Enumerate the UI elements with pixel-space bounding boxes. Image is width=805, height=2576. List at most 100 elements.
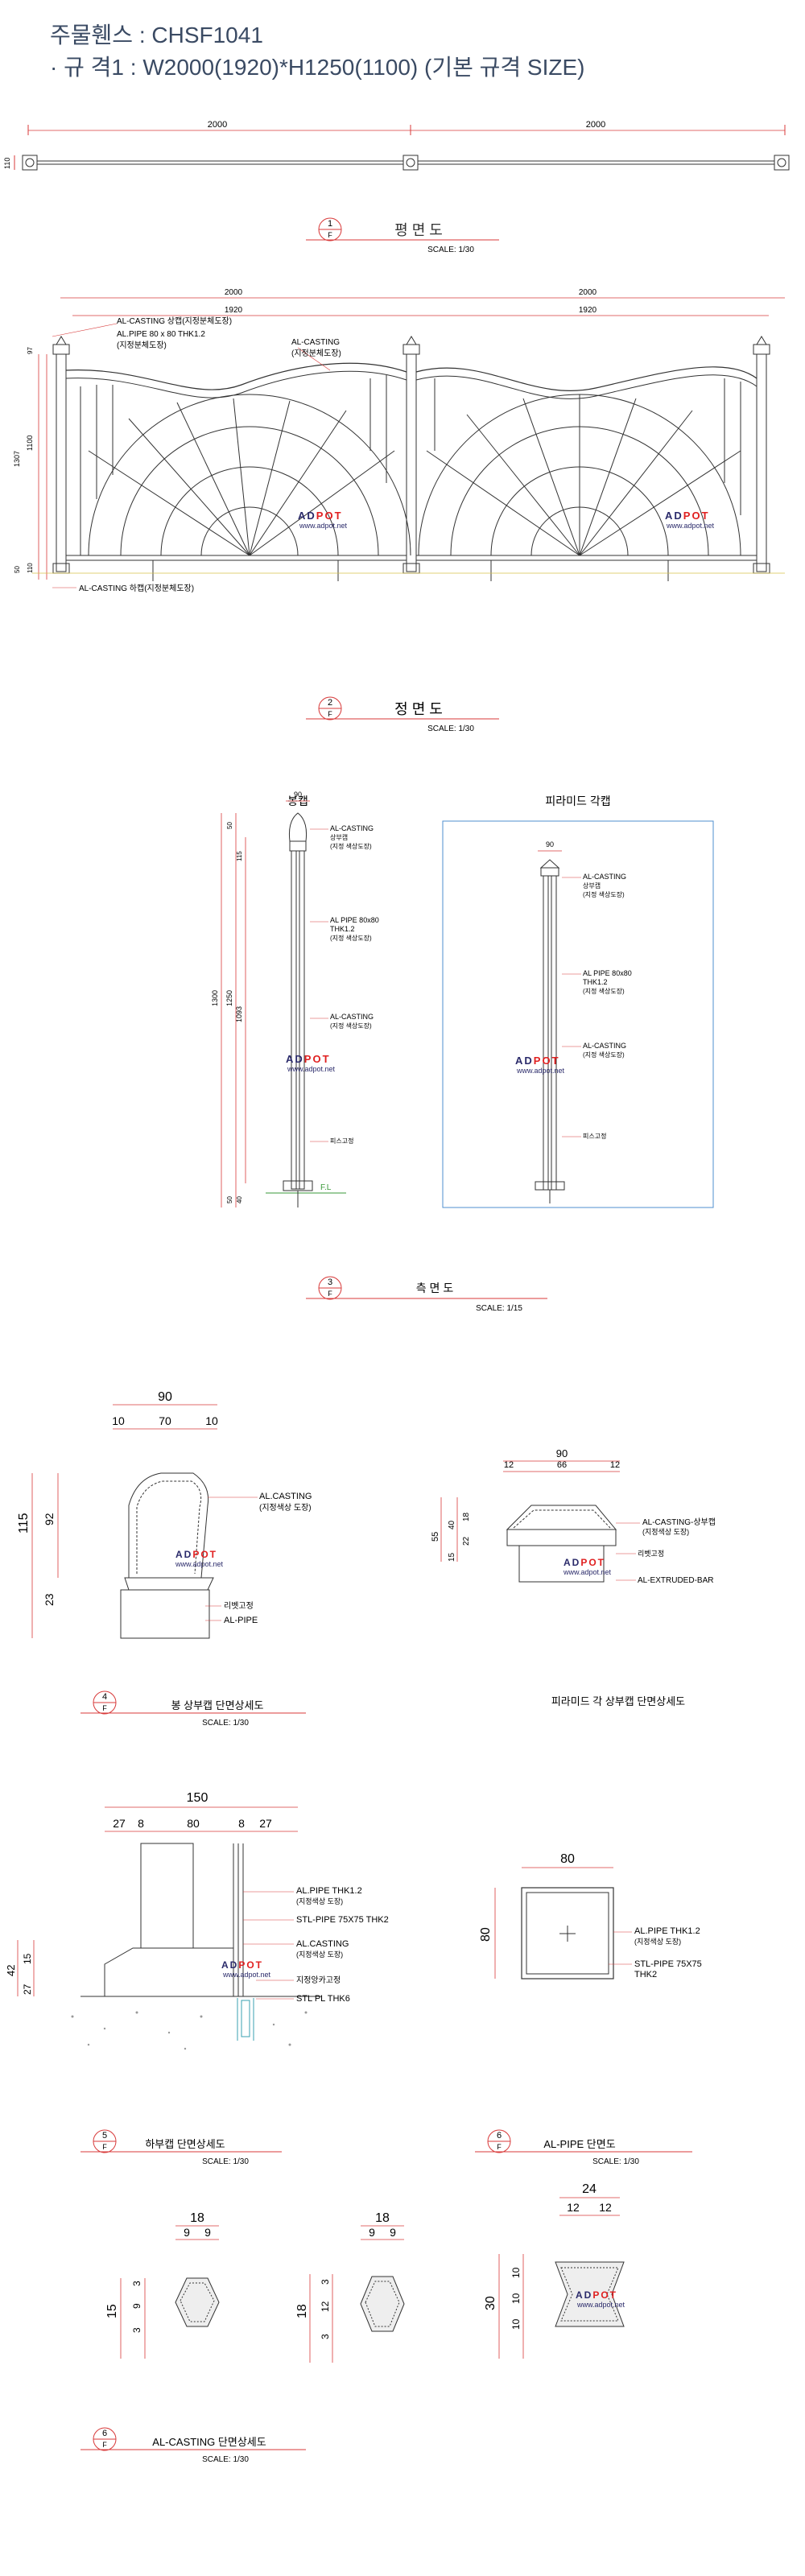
front-dim-mid-right: 1920	[579, 306, 597, 315]
pc-dim-66: 66	[557, 1460, 567, 1470]
title-2-scale: SCALE: 1/30	[427, 724, 474, 733]
wm-url: www.adpot.net	[175, 1560, 224, 1568]
cs-a-dim-9b: 9	[204, 2226, 211, 2239]
wm-a: AD	[175, 1549, 192, 1560]
title-3-label: 측 면 도	[416, 1282, 454, 1294]
title-4-sub: F	[102, 1704, 107, 1712]
wm-a: AD	[515, 1055, 534, 1067]
wm-url: www.adpot.net	[563, 1568, 612, 1576]
rc-label-cast: AL.CASTING	[259, 1492, 312, 1501]
front-label-casting-note: (지정분체도장)	[291, 349, 341, 358]
wm-b: POT	[304, 1053, 331, 1065]
pc-label-cast-note: (지정색상 도장)	[642, 1528, 689, 1536]
title-3-num: 3	[328, 1278, 332, 1287]
title-1-scale: SCALE: 1/30	[427, 246, 474, 254]
front-dim-mid-left: 1920	[225, 306, 243, 315]
title-5-scale: SCALE: 1/30	[202, 2157, 249, 2166]
bc-dim-42: 42	[5, 1965, 17, 1976]
title-2-num: 2	[328, 698, 332, 708]
side-l-cap-1: AL-CASTING	[330, 824, 374, 832]
cs-c-dim-30: 30	[484, 2296, 497, 2310]
wm-b: POT	[683, 510, 710, 522]
cs-a-dim-9a: 9	[184, 2226, 190, 2239]
side-dim-50-top: 50	[226, 822, 233, 829]
title-block-6b: 6 F AL-CASTING 단면상세도 SCALE: 1/30	[80, 2427, 306, 2464]
bc-label-cast-note: (지정색상 도장)	[296, 1951, 343, 1959]
rc-dim-10a: 10	[112, 1414, 125, 1427]
front-label-pipe-note: (지정분체도장)	[117, 341, 167, 350]
plan-dim-right: 2000	[586, 120, 605, 130]
rc-dim-70: 70	[159, 1414, 171, 1427]
cs-c-dim-10c: 10	[510, 2318, 522, 2330]
side-l-cast-2: (지정 색상도장)	[330, 1022, 372, 1030]
cs-a-dim-15: 15	[105, 2304, 119, 2318]
bc-dim-150: 150	[187, 1791, 208, 1805]
wm-url: www.adpot.net	[287, 1065, 336, 1073]
wm-url: www.adpot.net	[516, 1067, 565, 1075]
pc-dim-40: 40	[448, 1520, 456, 1530]
title-6b-sub: F	[102, 2441, 107, 2449]
ap-label-stl: STL-PIPE 75X75	[634, 1959, 702, 1969]
title-4-right-label: 피라미드 각 상부캡 단면상세도	[551, 1695, 685, 1707]
title-block-2: 2 F 정 면 도 SCALE: 1/30	[306, 696, 499, 733]
wm-a: AD	[286, 1053, 304, 1065]
cs-b-dim-3a: 3	[320, 2279, 331, 2285]
pc-dim-90: 90	[556, 1447, 568, 1459]
wm-url: www.adpot.net	[299, 522, 348, 530]
side-r-pipe-2: THK1.2	[583, 978, 608, 986]
side-r-cast-1: AL-CASTING	[583, 1042, 626, 1050]
title-6a-num: 6	[497, 2131, 502, 2140]
casting-section-a	[120, 2225, 220, 2359]
cs-a-dim-18: 18	[190, 2211, 204, 2225]
front-dim-top-left: 2000	[225, 288, 243, 297]
wm-b: POT	[238, 1959, 263, 1971]
ap-label-stl-thk: THK2	[634, 1970, 657, 1979]
svg-text:ADPOT: ADPOT	[564, 1557, 605, 1568]
title-4-num: 4	[102, 1692, 107, 1702]
wm-url: www.adpot.net	[576, 2301, 625, 2309]
side-l-screw: 피스고정	[330, 1137, 353, 1145]
watermark-cs: ADPOT www.adpot.net	[576, 2289, 625, 2309]
watermark-front-right: ADPOT www.adpot.net	[665, 510, 715, 530]
pyramid-cap-detail	[440, 1460, 640, 1583]
cs-c-dim-24: 24	[582, 2182, 597, 2196]
side-l-cast-1: AL-CASTING	[330, 1013, 374, 1021]
plan-dim-left: 2000	[208, 120, 227, 130]
bc-label-pipe-note: (지정색상 도장)	[296, 1897, 343, 1905]
front-label-casting: AL-CASTING	[291, 338, 340, 347]
ap-dim-80-top: 80	[560, 1852, 575, 1866]
pc-dim-12a: 12	[504, 1460, 514, 1470]
base-gravel	[71, 2011, 308, 2050]
front-label-pipe: AL.PIPE 80 x 80 THK1.2	[117, 330, 205, 339]
side-dim-1093: 1093	[235, 1006, 243, 1022]
wm-a: AD	[298, 510, 316, 522]
title-6b-scale: SCALE: 1/30	[202, 2455, 249, 2464]
bc-label-stl: STL-PIPE 75X75 THK2	[296, 1915, 389, 1925]
front-dim-97: 97	[27, 347, 34, 354]
cs-c-dim-12a: 12	[567, 2201, 580, 2214]
title-3-scale: SCALE: 1/15	[476, 1304, 522, 1313]
rc-label-cast-note: (지정색상 도장)	[259, 1503, 312, 1513]
pc-dim-15: 15	[448, 1552, 456, 1562]
svg-text:ADPOT: ADPOT	[286, 1053, 331, 1065]
side-r-cap-3: (지정 색상도장)	[583, 890, 625, 898]
side-l-cap-2: 상부캡	[330, 833, 348, 841]
bc-label-cast: AL.CASTING	[296, 1939, 349, 1949]
title-block-5: 5 F 하부캡 단면상세도 SCALE: 1/30	[80, 2129, 282, 2166]
side-r-pipe-3: (지정 색상도장)	[583, 987, 625, 995]
side-dim-50-bottom: 50	[226, 1196, 233, 1203]
svg-text:ADPOT: ADPOT	[665, 510, 710, 522]
front-dim-top-right: 2000	[579, 288, 597, 297]
title-1-label: 평 면 도	[394, 222, 443, 238]
side-r-cap-1: AL-CASTING	[583, 873, 626, 881]
side-right-title: 피라미드 각캡	[545, 795, 610, 807]
rc-dim-115: 115	[17, 1513, 31, 1534]
wm-a: AD	[576, 2289, 592, 2301]
side-dim-1250: 1250	[225, 990, 233, 1006]
svg-text:ADPOT: ADPOT	[175, 1549, 217, 1560]
watermark-front-left: ADPOT www.adpot.net	[298, 510, 348, 530]
pc-label-rivet: 리벳고정	[638, 1550, 664, 1558]
title-6b-label: AL-CASTING 단면상세도	[152, 2436, 266, 2448]
title-5-label: 하부캡 단면상세도	[145, 2138, 225, 2150]
